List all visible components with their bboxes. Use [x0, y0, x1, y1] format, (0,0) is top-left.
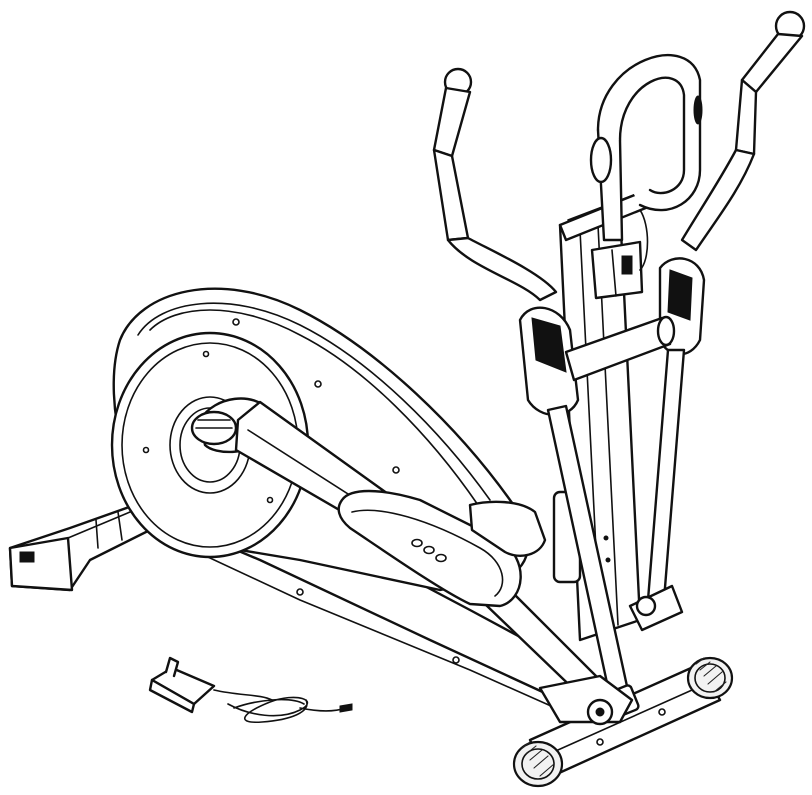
transport-wheel-right: [686, 656, 734, 700]
transport-wheel-left: [512, 740, 564, 788]
rear-stabilizer: [8, 504, 152, 592]
left-moving-handlebar: [432, 67, 632, 708]
power-adapter: [148, 656, 353, 724]
sensor-connector: [621, 255, 633, 275]
foot-pedal: [337, 489, 522, 608]
console-mount: [558, 53, 703, 242]
pivot-crossbar: [564, 315, 676, 382]
pulse-sensor-block: [590, 209, 649, 300]
end-cap-label: [19, 551, 35, 563]
foot-pedal-far: [468, 500, 547, 557]
rear-roller-assembly: [538, 584, 684, 726]
